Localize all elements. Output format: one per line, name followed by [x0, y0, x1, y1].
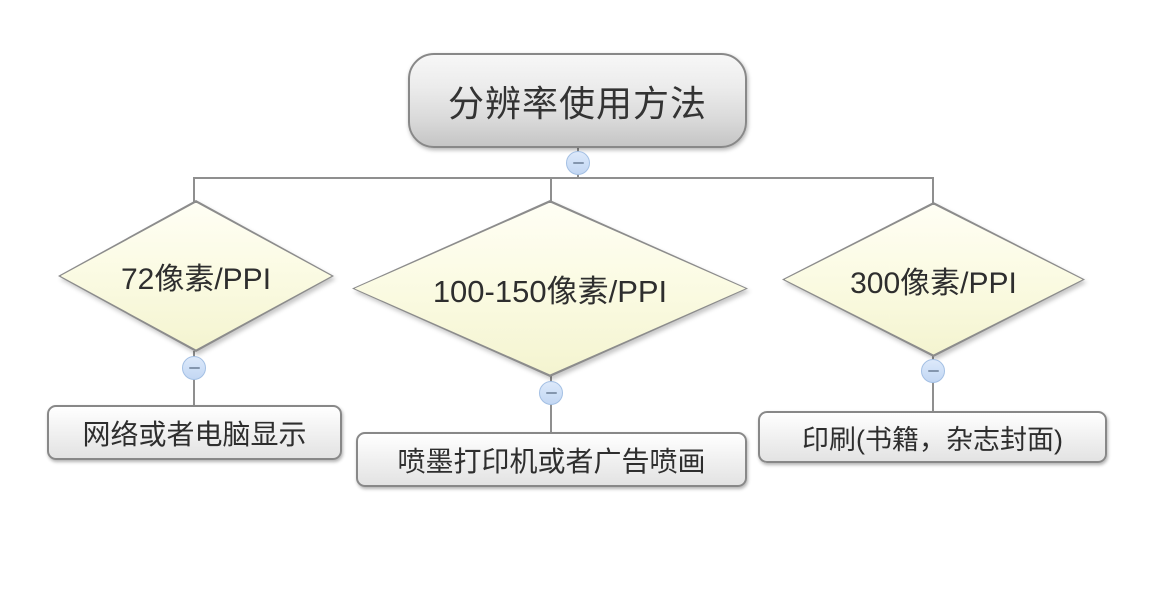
- collapse-button-root[interactable]: [566, 151, 590, 175]
- result-box-press-print-label: 印刷(书籍，杂志封面): [802, 424, 1063, 455]
- diamond-72ppi[interactable]: 72像素/PPI: [58, 200, 334, 352]
- minus-icon: [545, 392, 557, 394]
- diamond-300ppi[interactable]: 300像素/PPI: [782, 202, 1085, 357]
- diamond-100-150ppi[interactable]: 100-150像素/PPI: [352, 200, 748, 377]
- result-box-press-print[interactable]: 印刷(书籍，杂志封面): [758, 411, 1107, 463]
- minus-icon: [572, 162, 584, 164]
- result-box-inkjet-print-label: 喷墨打印机或者广告喷画: [397, 445, 706, 477]
- root-node-label: 分辨率使用方法: [447, 82, 707, 124]
- collapse-button-100-150ppi[interactable]: [539, 381, 563, 405]
- result-box-web-display[interactable]: 网络或者电脑显示: [47, 405, 342, 460]
- result-box-inkjet-print[interactable]: 喷墨打印机或者广告喷画: [356, 432, 747, 487]
- collapse-button-72ppi[interactable]: [182, 356, 206, 380]
- diamond-72ppi-label: 72像素/PPI: [120, 263, 272, 296]
- diamond-300ppi-label: 300像素/PPI: [850, 266, 1017, 300]
- diamond-100-150ppi-label: 100-150像素/PPI: [432, 274, 668, 309]
- minus-icon: [188, 367, 200, 369]
- collapse-button-300ppi[interactable]: [921, 359, 945, 383]
- root-node[interactable]: 分辨率使用方法: [408, 53, 747, 148]
- result-box-web-display-label: 网络或者电脑显示: [82, 418, 307, 450]
- minus-icon: [927, 370, 939, 372]
